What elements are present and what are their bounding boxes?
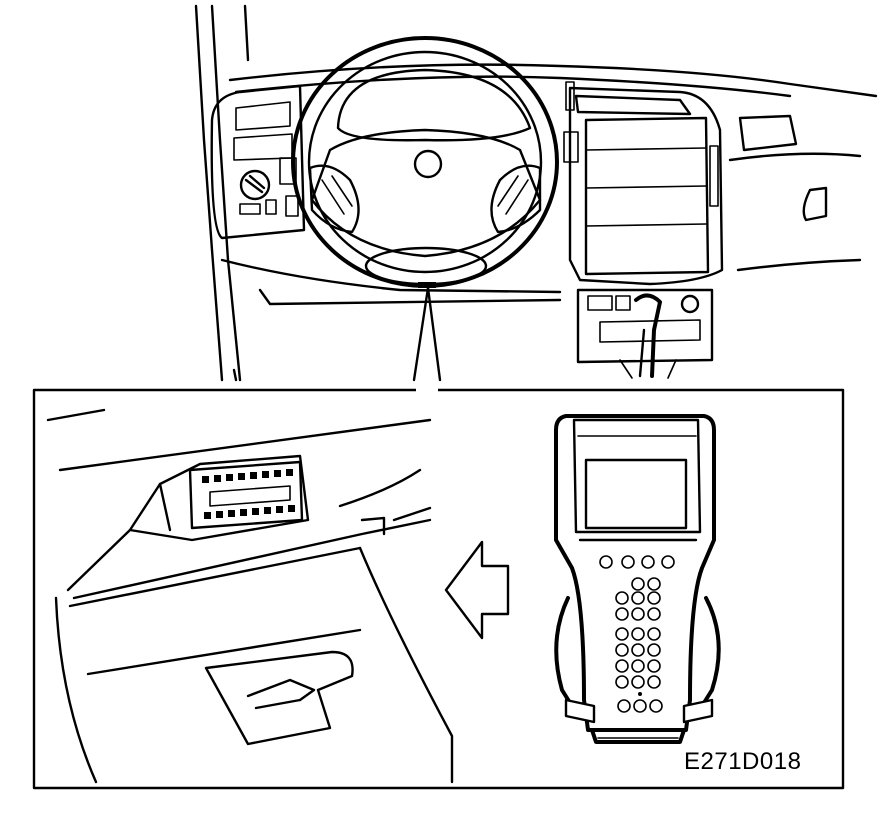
scan-tool-keypad [615,577,663,713]
horn-emblem [413,149,443,179]
dlc-connector-detail [46,408,454,784]
detail-inset-frame [32,388,845,790]
scan-tool [554,414,721,744]
figure-code: E271D018 [684,748,802,775]
connect-arrow [444,540,510,640]
panel-release-catch [204,650,354,746]
dashboard-overview [194,4,878,382]
scan-tool-display [584,458,688,530]
light-switch-knob [239,169,271,201]
